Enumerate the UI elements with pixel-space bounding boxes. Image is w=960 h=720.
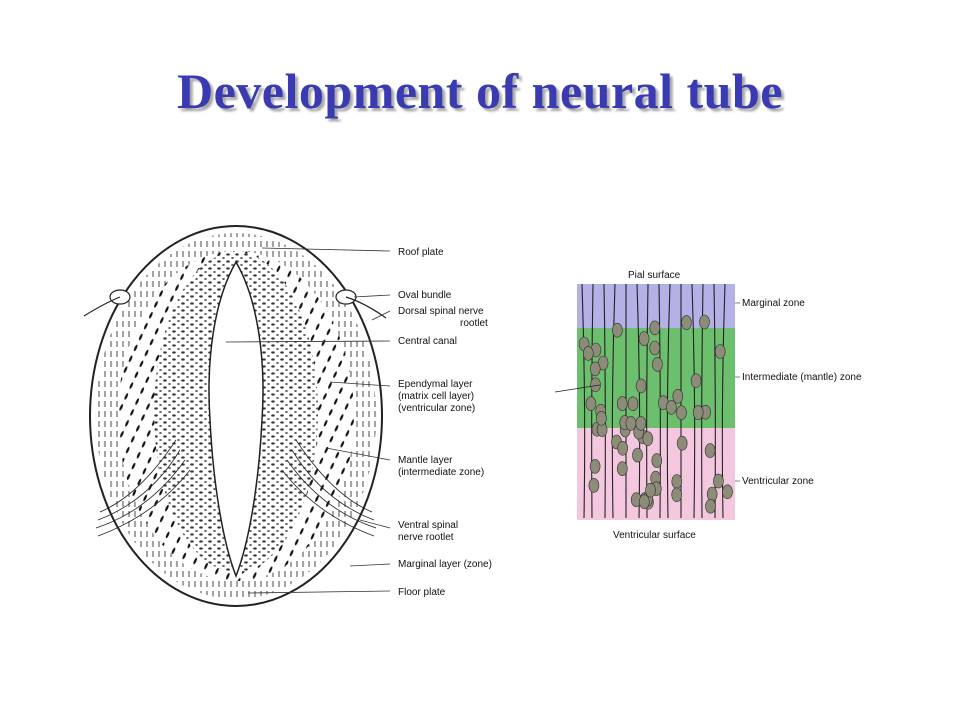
neuroblast-cell (617, 440, 629, 456)
neuroblast-cell (627, 396, 639, 412)
neuroblast-cell (590, 377, 601, 393)
neuroblast-cell (651, 453, 663, 468)
neuroblast-cell (645, 482, 656, 498)
neuroblast-cell (616, 461, 628, 477)
intermediate-zone-label: Intermediate (mantle) zone (742, 372, 862, 383)
neuroblast-cell (616, 396, 628, 411)
radial-fiber (701, 283, 704, 519)
neuroblast-cell (699, 314, 710, 330)
ventricular-surface-label: Ventricular surface (613, 530, 696, 541)
neuroblast-cell (706, 486, 718, 502)
pial-surface-label: Pial surface (628, 270, 681, 281)
radial-fiber (721, 283, 726, 519)
cross-section-label: Ependymal layer(matrix cell layer)(ventr… (398, 379, 475, 414)
radial-fiber (581, 283, 586, 519)
radial-fiber (603, 283, 606, 519)
cross-section-label: Marginal layer (zone) (398, 559, 492, 570)
ventricular-zone-label: Ventricular zone (742, 476, 814, 487)
neuroblast-cell (596, 410, 607, 426)
neuroblast-cell (642, 431, 654, 447)
neuroblast-cell (635, 378, 647, 394)
neuroblast-cell (704, 443, 716, 458)
marginal-zone-label: Marginal zone (742, 298, 805, 309)
neuroblast-cell (676, 405, 687, 421)
neuroblast-cell (582, 346, 594, 361)
neuroblast-cell (638, 494, 650, 510)
radial-fiber (636, 283, 641, 519)
cross-section-label: Oval bundle (398, 290, 452, 301)
neuroblast-cell (612, 322, 623, 338)
neuroblast-cell (714, 344, 726, 359)
neuroblast-cell (632, 447, 643, 463)
neuroblast-cell (588, 478, 600, 493)
neuroblast-cell (672, 388, 684, 404)
neuroblast-cell (676, 435, 688, 451)
neuroblast-cell (589, 361, 601, 377)
neuroblast-cell (671, 474, 683, 489)
neuroblast-cell (681, 315, 692, 330)
ventral-rootlet-fibers (95, 439, 377, 537)
cross-section-label: Floor plate (398, 587, 446, 598)
wall-detail-diagram (554, 283, 740, 520)
radial-fiber (691, 283, 696, 519)
neuroblast-cell (690, 373, 702, 389)
neuroblast-cell (713, 473, 724, 489)
neuroblast-cell (722, 484, 733, 500)
neuroblast-cell (692, 405, 704, 420)
neuroblast-cell (705, 498, 716, 514)
neuroblast-cell (652, 357, 663, 372)
radial-fiber (611, 283, 616, 519)
neuroblast-cell (638, 331, 650, 347)
cross-section-label: Roof plate (398, 247, 444, 258)
neuroblast-cell (671, 487, 683, 503)
cross-section-label: Mantle layer(intermediate zone) (398, 455, 484, 478)
neuroblast-cell (585, 396, 597, 411)
neuroblast-cell (666, 400, 677, 415)
neuroblast-cell (635, 416, 647, 431)
cross-section-label: Central canal (398, 336, 457, 347)
neuroblast-cell (589, 459, 601, 474)
neuroblast-cell (649, 340, 661, 356)
neuroblast-cell (649, 320, 661, 336)
central-canal (208, 260, 264, 579)
page-title: Development of neural tube (177, 63, 783, 119)
